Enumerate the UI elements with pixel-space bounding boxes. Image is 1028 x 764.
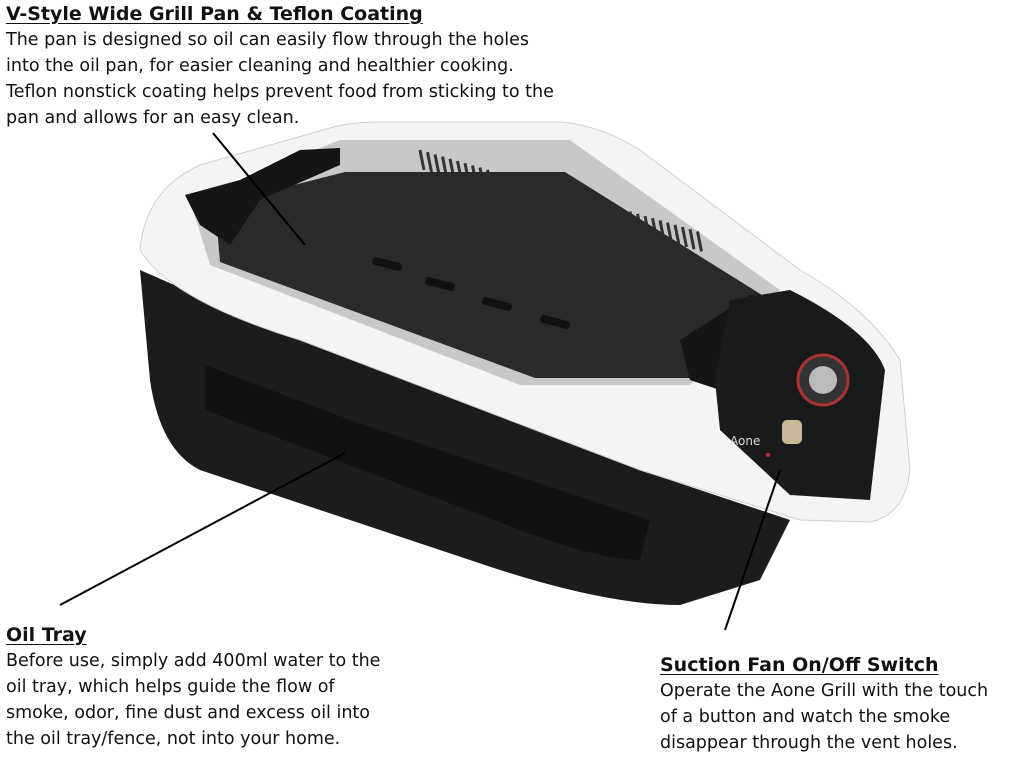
oil-tray xyxy=(205,365,650,560)
callout-line: smoke, odor, fine dust and excess oil in… xyxy=(6,703,370,723)
vent-slot xyxy=(426,151,433,173)
callout-line: into the oil pan, for easier cleaning an… xyxy=(6,56,514,76)
vent-slot xyxy=(673,224,681,246)
callout-oil-tray: Oil Tray Before use, simply add 400ml wa… xyxy=(6,622,380,752)
callout-line: Operate the Aone Grill with the touch xyxy=(660,681,989,701)
vent-slot xyxy=(688,228,696,250)
brand-logo: Aone xyxy=(730,434,760,448)
grill-plate xyxy=(215,172,770,378)
vent-slot xyxy=(433,154,441,175)
left-handle xyxy=(185,148,340,245)
control-panel xyxy=(715,290,885,500)
callout-line: the oil tray/fence, not into your home. xyxy=(6,729,341,749)
callout-grill-pan: V-Style Wide Grill Pan & Teflon Coating … xyxy=(6,1,554,131)
vent-slot xyxy=(696,231,703,252)
leader-line-fan-switch xyxy=(724,469,781,631)
callout-line: The pan is designed so oil can easily fl… xyxy=(6,30,530,50)
vent-slot xyxy=(681,226,688,248)
callout-line: pan and allows for an easy clean. xyxy=(6,108,300,128)
leader-line-grill-pan xyxy=(212,132,306,246)
callout-line: oil tray, which helps guide the flow of xyxy=(6,677,335,697)
callout-line: of a button and watch the smoke xyxy=(660,707,951,727)
callout-line: Teflon nonstick coating helps prevent fo… xyxy=(6,82,554,102)
oil-holes xyxy=(372,256,570,330)
callout-line: Before use, simply add 400ml water to th… xyxy=(6,651,381,671)
callout-title: Oil Tray xyxy=(6,624,87,646)
vent-slot xyxy=(418,149,426,171)
callout-fan-switch: Suction Fan On/Off Switch Operate the Ao… xyxy=(660,652,988,756)
callout-title: V-Style Wide Grill Pan & Teflon Coating xyxy=(6,3,423,25)
callout-line: disappear through the vent holes. xyxy=(660,733,958,753)
callout-title: Suction Fan On/Off Switch xyxy=(660,654,939,676)
fan-switch-button xyxy=(782,420,802,444)
leader-line-oil-tray xyxy=(59,452,346,606)
